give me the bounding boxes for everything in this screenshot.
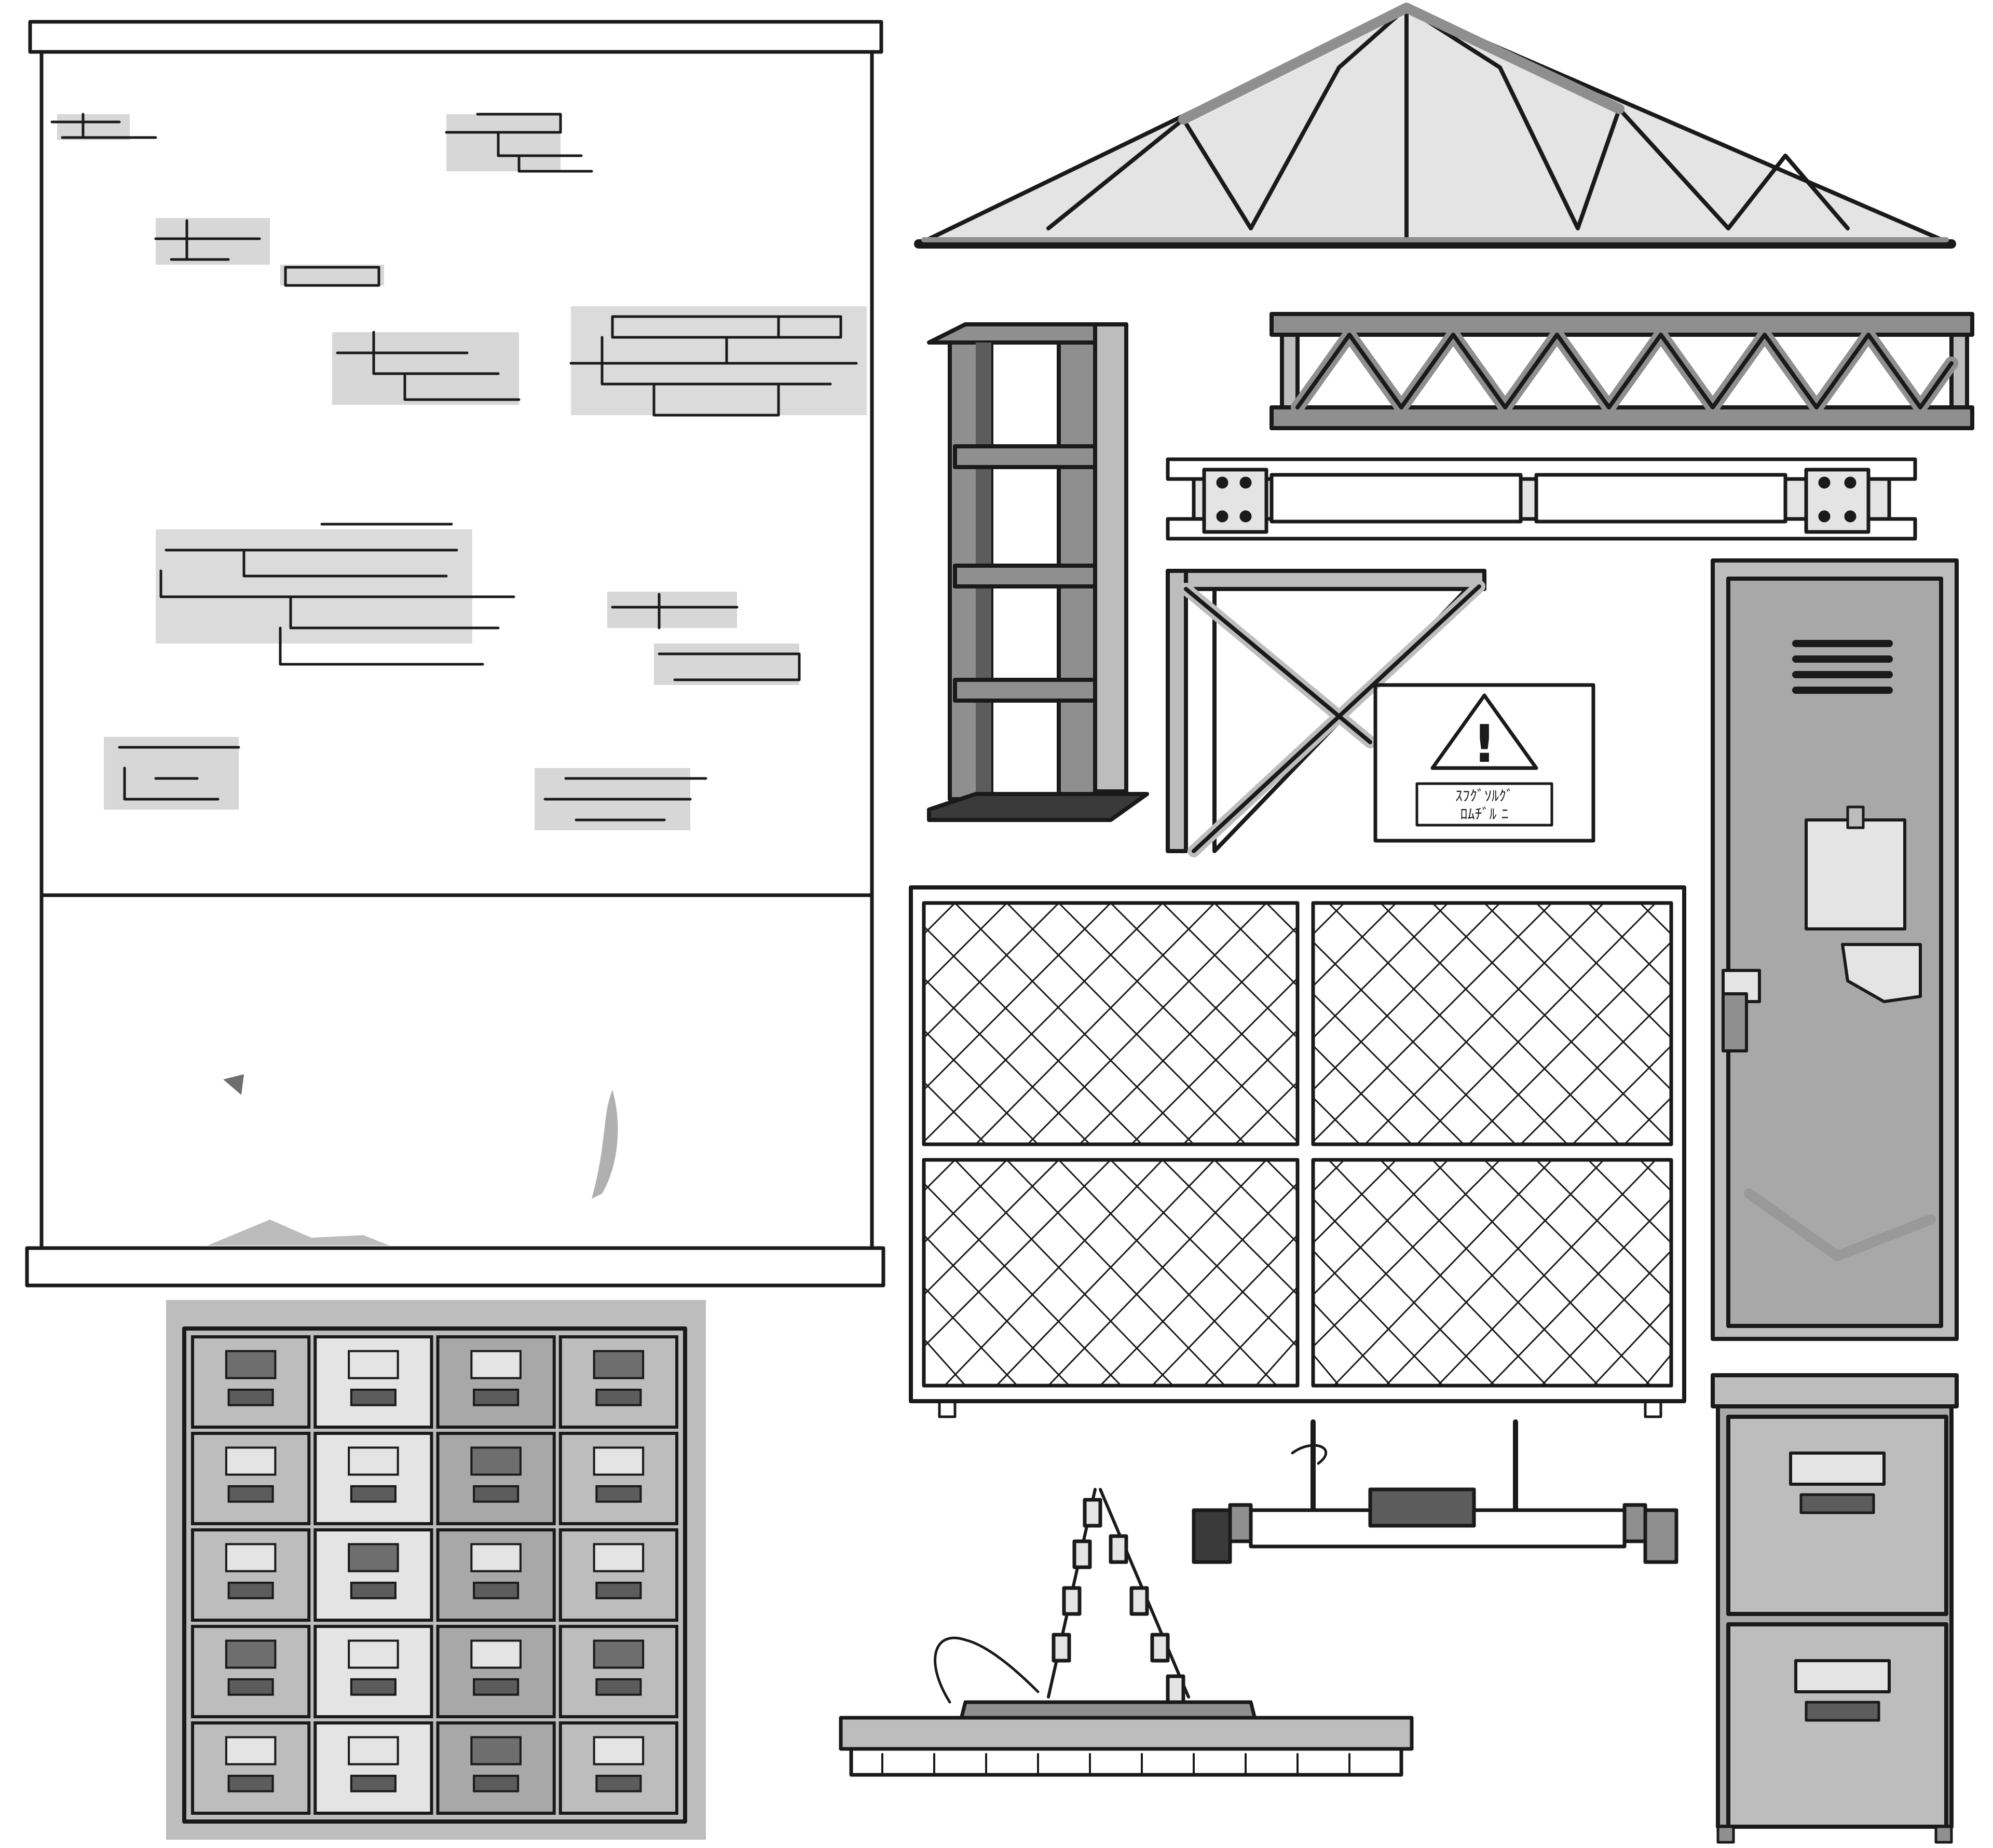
drawer-handle — [473, 1678, 520, 1696]
drawer-label — [225, 1350, 277, 1379]
drawer-label — [470, 1736, 522, 1765]
steel-shelf-rack — [927, 322, 1149, 822]
drawer-handle — [473, 1774, 520, 1792]
drawer-handle — [350, 1581, 397, 1599]
drawer-label — [225, 1639, 277, 1669]
drawer-label — [593, 1639, 645, 1669]
drawer-label — [470, 1639, 522, 1669]
drawer-label — [225, 1446, 277, 1476]
drawer-handle — [350, 1388, 397, 1406]
brick-pattern — [50, 113, 867, 830]
drawer-label — [593, 1736, 645, 1765]
roof-truss — [914, 3, 1956, 249]
drawer-handle — [595, 1678, 642, 1696]
chain-link-mesh — [923, 902, 1672, 1387]
drawer-handle — [350, 1485, 397, 1503]
drawer-handle — [473, 1581, 520, 1599]
drawer-handle — [227, 1678, 274, 1696]
drawer-label — [348, 1736, 399, 1765]
drawer-label — [470, 1350, 522, 1379]
drawer-handle — [595, 1774, 642, 1792]
drawer-handle — [227, 1388, 274, 1406]
drawer-handle — [595, 1581, 642, 1599]
drawer-handle — [227, 1774, 274, 1792]
padlock-icon — [1722, 992, 1748, 1052]
chain-link-fence-panel — [909, 885, 1686, 1418]
filing-cabinet — [1711, 1373, 1959, 1844]
brick-wall-panel — [25, 20, 885, 1288]
drawer-handle — [227, 1485, 274, 1503]
drawer-handle — [595, 1388, 642, 1406]
corner-bracket — [1166, 569, 1486, 857]
steel-i-beam — [1166, 457, 1917, 541]
drawer-label — [470, 1446, 522, 1476]
drawer-handle — [350, 1774, 397, 1792]
drawer-handle — [227, 1581, 274, 1599]
drawer-label — [593, 1543, 645, 1572]
warning-triangle-icon — [1430, 693, 1538, 770]
drawer — [313, 1432, 433, 1525]
warning-symbol: ! — [1472, 714, 1496, 774]
warning-label-line-2: ﾛﾑﾁﾞﾙ ﾆ — [1460, 805, 1509, 823]
drawer-handle — [350, 1678, 397, 1696]
hanging-chain-platform — [839, 1488, 1414, 1777]
flat-lattice-truss — [1269, 312, 1974, 430]
barrier-bar — [1192, 1419, 1678, 1564]
drawer-label — [470, 1543, 522, 1572]
drawer-label — [348, 1543, 399, 1572]
drawer-label — [225, 1543, 277, 1572]
drawer-label — [348, 1350, 399, 1379]
warning-sign: ! ｽﾌｸﾞｿﾙｸﾞ ﾛﾑﾁﾞﾙ ﾆ — [1373, 683, 1595, 843]
drawer-handle — [473, 1485, 520, 1503]
drawer-handle — [473, 1388, 520, 1406]
drawer-label — [593, 1350, 645, 1379]
drawer-cabinet — [166, 1300, 706, 1840]
metal-locker — [1711, 558, 1959, 1341]
warning-label-line-1: ｽﾌｸﾞｿﾙｸﾞ — [1455, 787, 1513, 804]
drawer-label — [348, 1446, 399, 1476]
drawer-grid — [191, 1335, 678, 1815]
drawer-label — [348, 1639, 399, 1669]
drawer-handle — [595, 1485, 642, 1503]
drawer-label — [593, 1446, 645, 1476]
drawer-label — [225, 1736, 277, 1765]
